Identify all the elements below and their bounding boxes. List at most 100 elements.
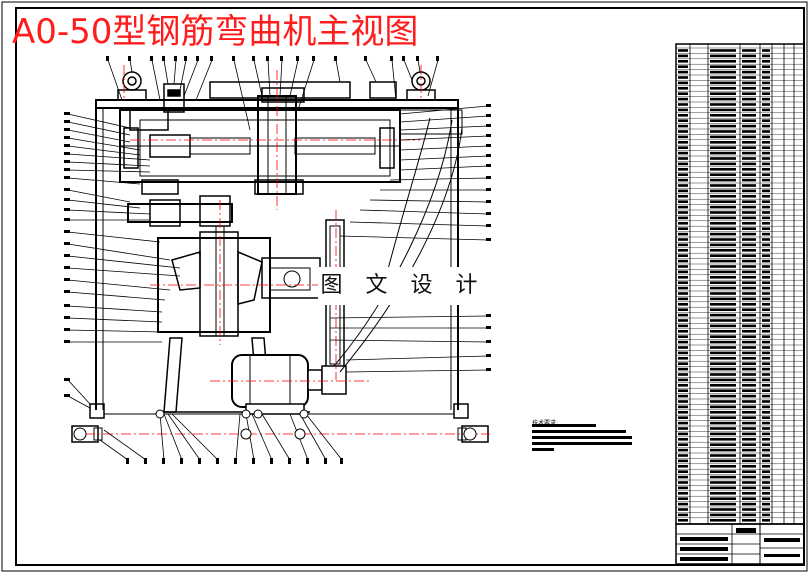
parts-list-cell-text [762,168,770,171]
parts-list-cell-text [742,486,756,490]
parts-list-cell-text [710,205,736,209]
parts-list-cell-text [762,87,770,90]
parts-list-cell-text [710,373,736,376]
parts-list-cell-text [742,319,756,322]
parts-list-cell-text [710,65,736,68]
parts-list-cell-text [762,60,770,63]
parts-list-cell-text [762,259,770,263]
parts-list-cell-text [678,475,688,479]
parts-list-cell-text [762,254,770,257]
parts-list-cell-text [678,335,688,338]
parts-list-cell-text [742,173,756,176]
parts-list-cell-text [742,49,756,52]
parts-list-cell-text [678,373,688,376]
parts-list-cell-text [678,416,688,419]
parts-list-cell-text [762,222,770,225]
parts-list-cell-text [678,81,688,85]
parts-list-cell-text [762,492,770,495]
parts-list-cell-text [742,330,756,333]
parts-list-cell-text [742,60,756,63]
parts-list-cell-text [710,324,736,328]
parts-list-cell-text [742,195,756,198]
parts-list-cell-text [762,475,770,479]
parts-list-cell-text [678,259,688,263]
parts-list-cell-text [742,492,756,495]
parts-list-cell-text [710,54,736,58]
parts-list-cell-text [742,324,756,328]
parts-list-cell-text [710,292,736,295]
parts-list-cell-text [710,249,736,252]
parts-list-cell-text [710,346,736,349]
parts-list-cell-text [710,378,736,382]
parts-list-cell-text [678,103,688,106]
parts-list-cell-text [742,222,756,225]
parts-list-cell-text [710,81,736,85]
parts-list-cell-text [678,513,688,517]
parts-list-cell-text [762,378,770,382]
leader-lines-left [67,113,181,409]
parts-list-cell-text [742,243,756,247]
parts-list-cell-text [742,394,756,398]
parts-list-cell-text [762,351,770,355]
parts-list-cell-text [678,216,688,220]
parts-list-cell-text [678,265,688,268]
parts-list-cell-text [710,508,736,511]
parts-list-cell-text [678,270,688,274]
parts-list-cell-text [762,130,770,133]
parts-list-cell-text [678,157,688,160]
parts-list-cell-text [678,313,688,317]
parts-list-cell-text [710,513,736,517]
parts-list-cell-text [762,465,770,468]
parts-list-cell-text [742,65,756,68]
parts-list-cell-text [742,448,756,452]
parts-list-cell-text [678,443,688,446]
parts-list-cell-text [678,303,688,306]
parts-list-cell-text [678,405,688,409]
parts-list-cell-text [710,448,736,452]
parts-list-cell-text [710,438,736,441]
parts-list-cell-text [742,227,756,230]
parts-list-cell-text [742,216,756,220]
parts-list-cell-text [710,222,736,225]
parts-list-cell-text [678,200,688,203]
parts-list-cell-text [742,162,756,166]
parts-list-cell-text [742,378,756,382]
parts-list-cell-text [762,270,770,274]
parts-list-cell-text [710,308,736,311]
parts-list-cell-text [710,189,736,193]
parts-list-cell-text [762,232,770,236]
parts-list-cell-text [762,173,770,176]
parts-list-cell-text [742,114,756,117]
parts-list-cell-text [762,119,770,122]
parts-list-cell-text [762,405,770,409]
parts-list-cell-text [742,303,756,306]
parts-list-cell-text [762,470,770,473]
parts-list-cell-text [710,265,736,268]
parts-list-cell-text [678,205,688,209]
parts-list-cell-text [762,200,770,203]
parts-list-cell-text [710,141,736,144]
leader-lines-right [329,105,489,373]
parts-list-cell-text [710,394,736,398]
parts-list-cell-text [678,281,688,284]
parts-list-cell-text [678,119,688,122]
parts-list-cell-text [678,292,688,295]
parts-list-cell-text [678,351,688,355]
parts-list-cell-text [678,378,688,382]
parts-list-cell-text [762,389,770,392]
parts-list-cell-text [710,465,736,468]
parts-list-cell-text [742,178,756,182]
parts-list-cell-text [678,465,688,468]
parts-list-cell-text [678,232,688,236]
parts-list-cell-text [742,513,756,517]
parts-list-cell-text [710,481,736,484]
parts-list-cell-text [678,454,688,457]
parts-list-cell-text [742,103,756,106]
parts-list-cell-text [678,254,688,257]
parts-list-cell-text [762,411,770,414]
parts-list-cell-text [742,286,756,290]
parts-list-cell-text [742,389,756,392]
parts-list-cell-text [678,324,688,328]
parts-list-cell-text [742,76,756,79]
parts-list-cell-text [762,513,770,517]
